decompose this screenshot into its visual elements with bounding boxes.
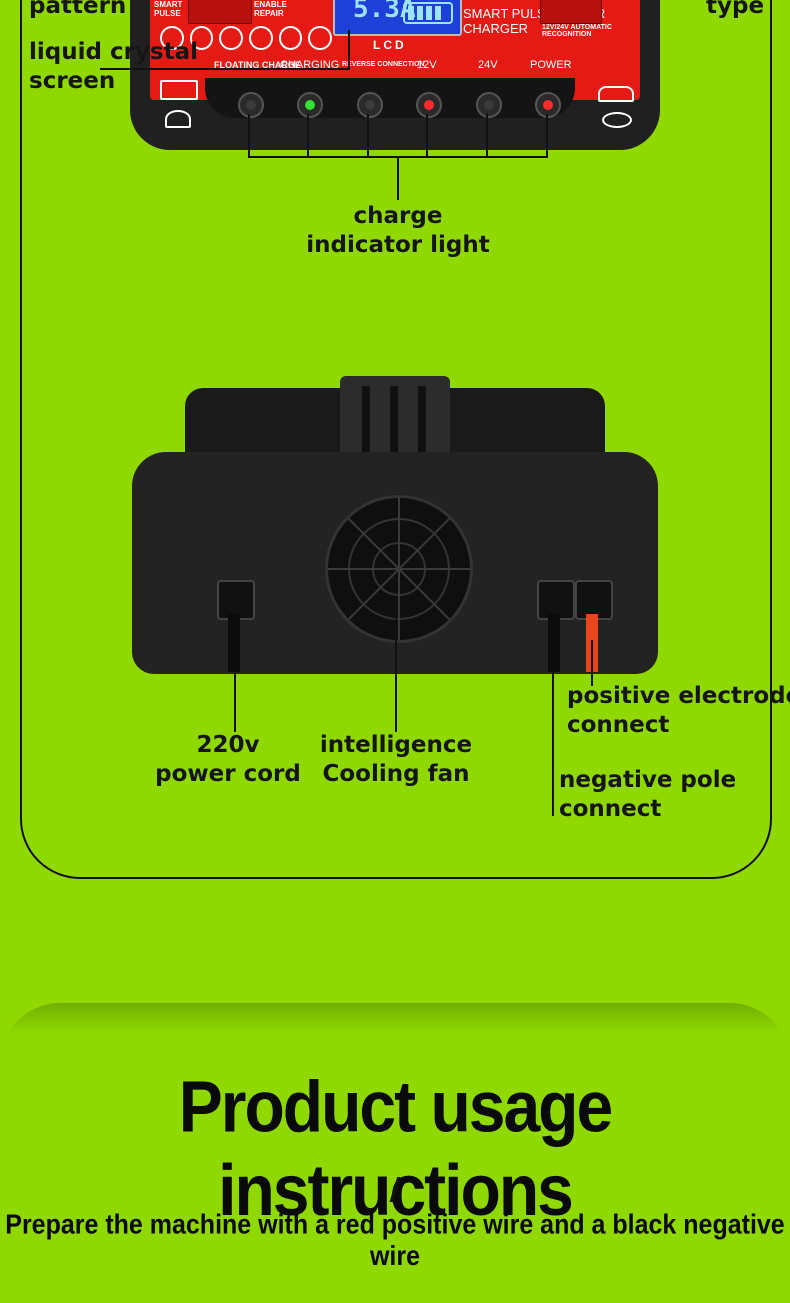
tractor-icon xyxy=(165,110,191,128)
power-label-line2: power cord xyxy=(155,761,301,787)
negative-leader-line xyxy=(552,670,554,816)
negative-label-line1: negative pole xyxy=(559,767,737,793)
indicator-leader-line xyxy=(486,114,488,158)
negative-wire xyxy=(548,614,560,672)
fan-label-line2: Cooling fan xyxy=(322,761,470,787)
lcd-label-line2: screen xyxy=(29,68,116,94)
fan-label-line1: intelligence xyxy=(319,732,473,758)
car-icon xyxy=(598,86,634,102)
indicator-leader-line xyxy=(307,114,309,158)
instructions-banner xyxy=(0,1003,790,1303)
truck-icon xyxy=(160,80,198,100)
positive-label-line2: connect xyxy=(567,712,670,738)
led-floating-charge xyxy=(238,92,264,118)
lcd-caption: LCD xyxy=(373,38,407,52)
indicator-label-line1: charge xyxy=(353,203,443,229)
indicator-leader-line xyxy=(546,114,548,158)
indicator-label: POWER xyxy=(530,59,572,71)
battery-icon xyxy=(403,2,453,24)
banner-separator: / xyxy=(389,1172,401,1207)
mode-icon xyxy=(189,26,214,50)
indicator-labels-row: FLOATING CHARGE CHARGING REVERSE CONNECT… xyxy=(210,59,640,74)
led-12v xyxy=(416,92,442,118)
indicator-leader-line xyxy=(248,114,250,158)
pattern-label: pattern xyxy=(29,0,127,19)
led-charging xyxy=(297,92,323,118)
indicator-strip xyxy=(205,78,575,118)
banner-title: Product usage instructions xyxy=(178,1065,613,1231)
indicator-label: REVERSE CONNECTION xyxy=(342,61,425,68)
positive-label-line1: positive electrode xyxy=(567,683,790,709)
cooling-fan xyxy=(325,495,473,643)
type-label: type xyxy=(706,0,765,19)
lcd-label-line1: liquid crystal xyxy=(29,39,199,65)
card-outline xyxy=(20,0,772,879)
indicator-label: 24V xyxy=(478,59,498,71)
charger-handle-ridge xyxy=(340,376,450,466)
positive-socket xyxy=(575,580,613,620)
mode-icon xyxy=(249,26,273,50)
recognition-text: 12V/24V AUTOMATIC RECOGNITION xyxy=(542,24,612,38)
indicator-leader-line xyxy=(367,114,369,158)
smart-pulse-label: SMART PULSE xyxy=(154,0,183,18)
negative-label-line2: connect xyxy=(559,796,662,822)
lcd-screen: 5.3A xyxy=(333,0,462,36)
mode-icon xyxy=(160,26,184,50)
lcd-leader-line xyxy=(100,68,350,70)
power-label-line1: 220v xyxy=(196,732,260,758)
banner-subtitle: Prepare the machine with a red positive … xyxy=(5,1209,785,1272)
power-cord xyxy=(228,614,240,672)
fan-leader-line xyxy=(395,600,397,732)
mode-icon xyxy=(308,26,333,50)
positive-leader-line xyxy=(591,640,593,686)
indicator-leader-line xyxy=(397,156,399,200)
power-leader-line xyxy=(234,670,236,732)
indicator-label: 12V xyxy=(417,59,437,71)
mode-switch xyxy=(188,0,252,24)
mode-icon xyxy=(278,26,303,50)
motorcycle-icon xyxy=(602,112,632,128)
indicator-label: FLOATING CHARGE xyxy=(214,60,301,70)
enable-repair-label: ENABLE REPAIR xyxy=(254,0,287,18)
type-switch xyxy=(540,0,602,24)
led-power xyxy=(535,92,561,118)
mode-icon xyxy=(219,26,244,50)
lcd-leader-line xyxy=(348,30,350,70)
led-24v xyxy=(476,92,502,118)
indicator-label-line2: indicator light xyxy=(306,232,490,258)
indicator-leader-line xyxy=(426,114,428,158)
led-reverse-connection xyxy=(357,92,383,118)
mode-icons xyxy=(160,26,333,50)
